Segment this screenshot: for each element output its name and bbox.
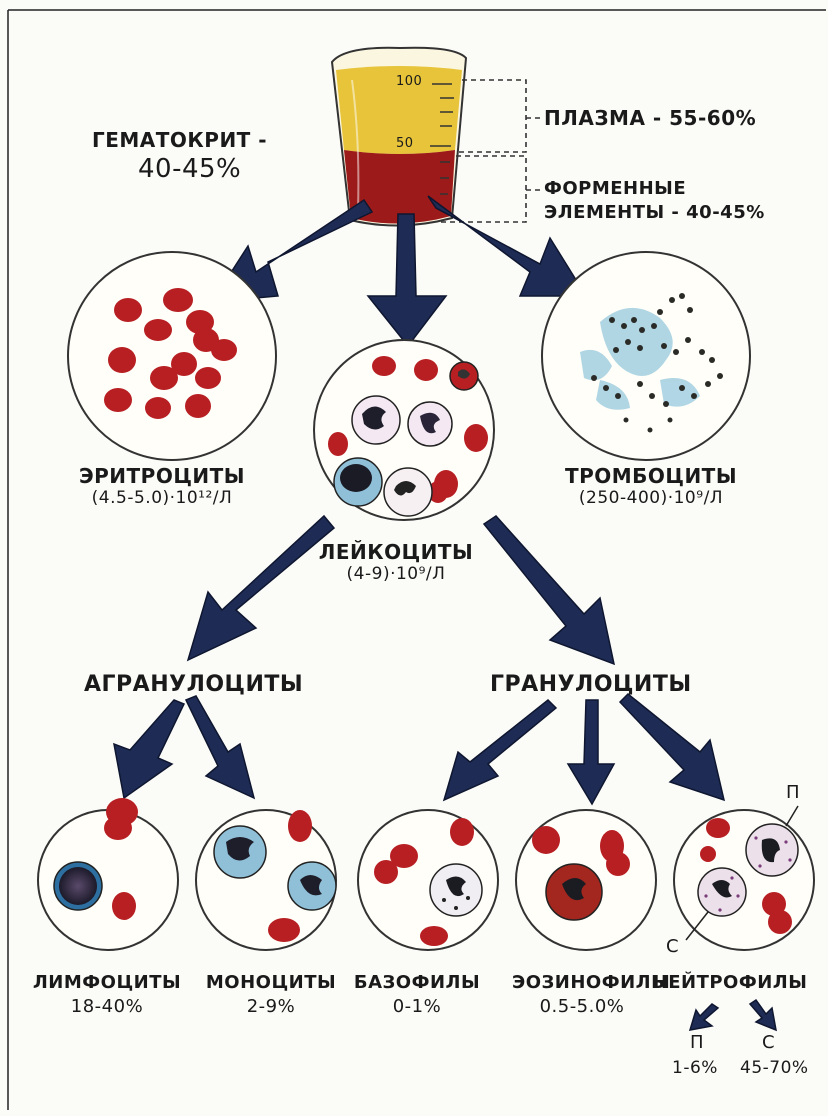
- beaker-mark-100: 100: [396, 74, 423, 89]
- agranulocytes-label: АГРАНУЛОЦИТЫ: [84, 672, 304, 697]
- formed-elements-label: ФОРМЕННЫЕ: [544, 178, 687, 199]
- arrow-to-monocytes: [184, 695, 256, 800]
- arrow-to-neutrophils: [618, 692, 726, 802]
- plasma-label: ПЛАЗМА - 55-60%: [544, 106, 757, 130]
- arrow-to-leukocytes: [366, 213, 448, 348]
- basophils-label: БАЗОФИЛЫ: [353, 972, 481, 993]
- arrow-to-eosinophils: [566, 699, 616, 806]
- arrow-to-band-neutrophils: [688, 1003, 720, 1031]
- hematocrit-value: 40-45%: [138, 154, 242, 184]
- thrombocytes-circle: [541, 251, 751, 461]
- band-neutrophils-letter: П: [690, 1032, 705, 1053]
- arrow-to-lymphocytes: [113, 699, 186, 800]
- hematocrit-label: ГЕМАТОКРИТ -: [92, 128, 268, 152]
- monocytes-label: МОНОЦИТЫ: [205, 972, 337, 993]
- segmented-neutrophils-value: 45-70%: [740, 1058, 809, 1078]
- leukocytes-circle: [313, 339, 495, 521]
- thrombocytes-label: ТРОМБОЦИТЫ: [564, 464, 738, 488]
- beaker: [330, 46, 468, 227]
- eosinophils-value: 0.5-5.0%: [539, 996, 625, 1017]
- lymphocytes-value: 18-40%: [70, 996, 144, 1017]
- erythrocytes-label: ЭРИТРОЦИТЫ: [78, 464, 246, 488]
- erythrocytes-circle: [67, 251, 277, 461]
- arrow-to-agranulocytes: [186, 514, 336, 662]
- eosinophils-circle: [515, 809, 657, 951]
- band-neutrophil-marker: П: [786, 782, 801, 803]
- beaker-mark-50: 50: [396, 136, 414, 151]
- monocytes-value: 2-9%: [246, 996, 296, 1017]
- thrombocytes-value: (250-400)·10⁹/Л: [578, 488, 724, 508]
- erythrocytes-value: (4.5-5.0)·10¹²/Л: [91, 488, 233, 508]
- bracket-lines: [440, 79, 540, 223]
- arrow-to-thrombocytes: [427, 195, 588, 297]
- arrow-to-basophils: [442, 698, 558, 802]
- granulocytes-label: ГРАНУЛОЦИТЫ: [490, 672, 692, 697]
- arrows: [113, 195, 777, 1032]
- lymphocytes-circle: [37, 798, 179, 951]
- plasma-layer: [336, 66, 462, 154]
- basophils-circle: [357, 809, 499, 951]
- eosinophils-label: ЭОЗИНОФИЛЫ: [512, 972, 671, 993]
- basophils-value: 0-1%: [392, 996, 442, 1017]
- lymphocytes-label: ЛИМФОЦИТЫ: [32, 972, 182, 993]
- monocytes-circle: [195, 809, 337, 951]
- formed-elements-value: ЭЛЕМЕНТЫ - 40-45%: [544, 202, 765, 223]
- leukocytes-label: ЛЕЙКОЦИТЫ: [318, 540, 474, 564]
- arrow-to-segmented-neutrophils: [748, 998, 777, 1032]
- blood-cells-layer: [344, 150, 455, 224]
- neutrophils-circle: [673, 805, 815, 951]
- segmented-neutrophil-marker: С: [666, 936, 680, 957]
- band-neutrophils-value: 1-6%: [672, 1058, 718, 1078]
- neutrophils-label: НЕЙТРОФИЛЫ: [652, 972, 808, 993]
- leukocytes-value: (4-9)·10⁹/Л: [346, 564, 446, 584]
- arrow-to-granulocytes: [482, 515, 616, 666]
- segmented-neutrophils-letter: С: [762, 1032, 776, 1053]
